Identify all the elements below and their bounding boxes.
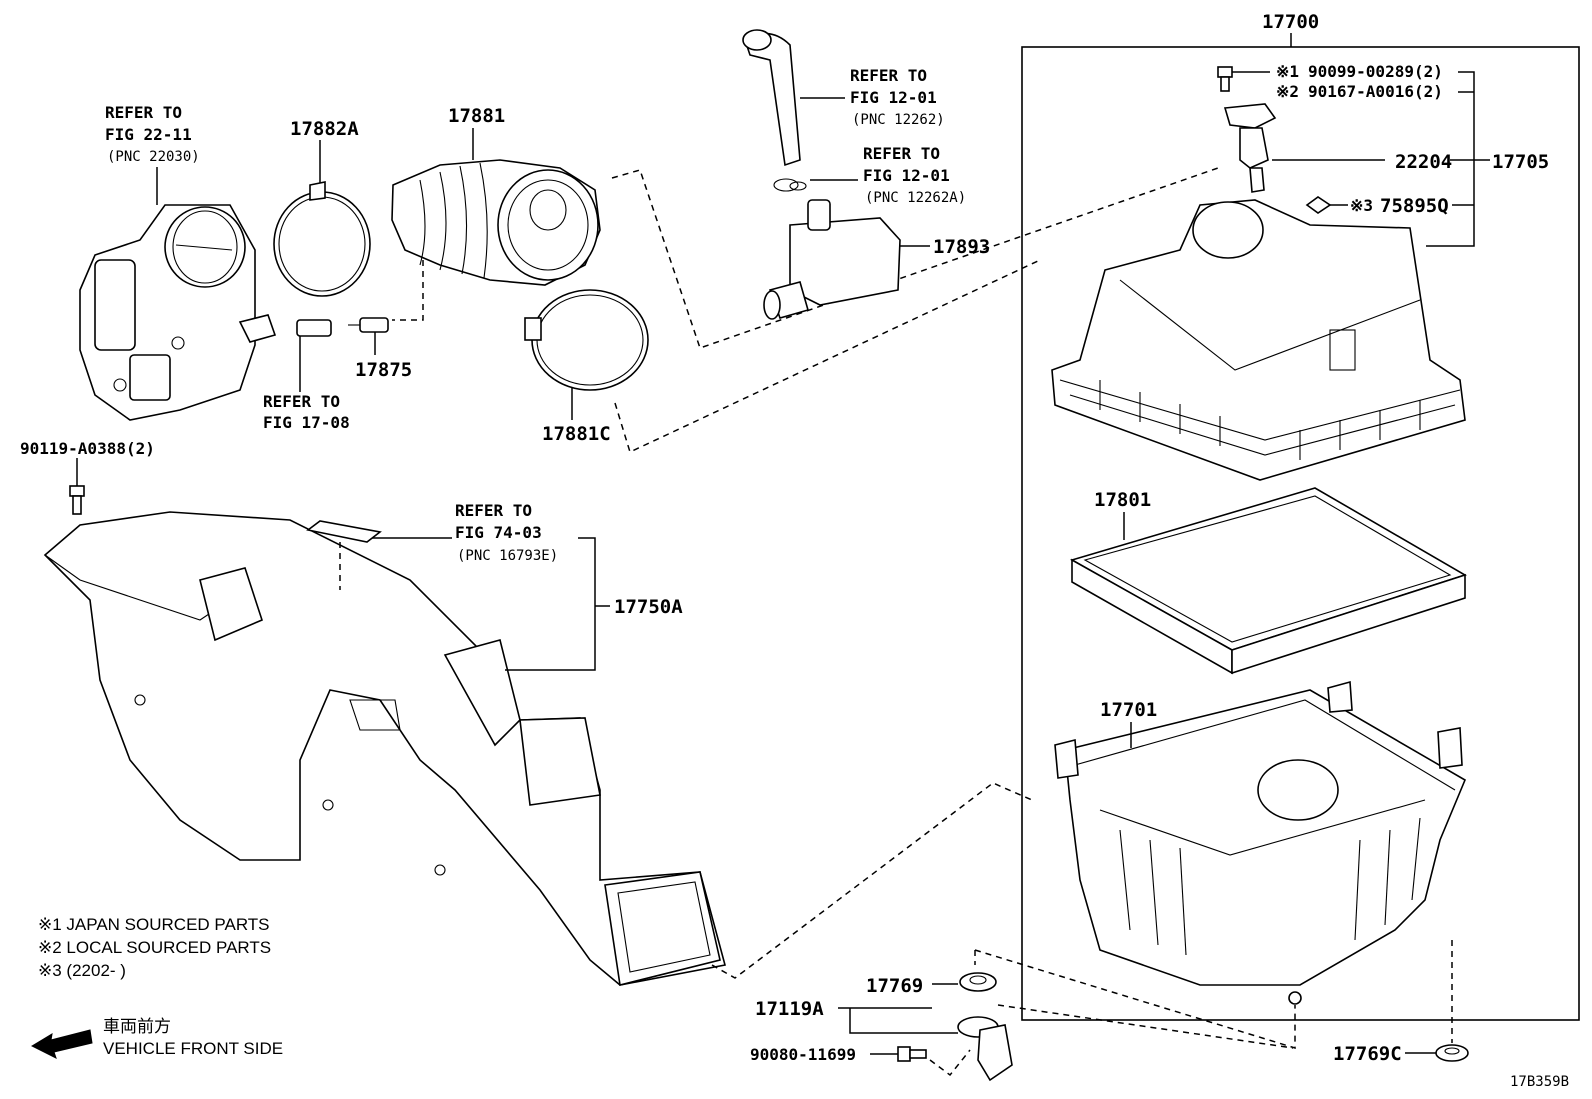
bolt-90080-icon xyxy=(897,1046,927,1062)
label-17882a[interactable]: 17882A xyxy=(290,118,359,140)
clamp-17882a xyxy=(273,181,371,297)
label-17881[interactable]: 17881 xyxy=(448,105,505,127)
note-japan-sourced: ※1 JAPAN SOURCED PARTS xyxy=(38,915,270,934)
label-22204[interactable]: 22204 xyxy=(1395,151,1452,173)
bolt-90099-icon xyxy=(1217,66,1233,92)
hose-stub xyxy=(296,319,332,337)
label-17893[interactable]: 17893 xyxy=(933,236,990,258)
label-17701[interactable]: 17701 xyxy=(1100,699,1157,721)
mass-airflow-sensor-22204 xyxy=(1223,103,1277,193)
label-17705[interactable]: 17705 xyxy=(1492,151,1549,173)
ref-breather[interactable]: REFER TO FIG 12-01 (PNC 12262) xyxy=(850,66,945,128)
arrow-left-icon xyxy=(30,1029,93,1059)
assembly-box-17700 xyxy=(1021,46,1580,1021)
breather-pipe xyxy=(742,29,801,167)
svg-text:FIG 74-03: FIG 74-03 xyxy=(455,523,542,542)
label-17875[interactable]: 17875 xyxy=(355,359,412,381)
svg-text:75895Q: 75895Q xyxy=(1380,195,1449,217)
label-sticker-icon xyxy=(1305,196,1332,214)
throttle-body xyxy=(79,204,277,421)
svg-text:FIG 22-11: FIG 22-11 xyxy=(105,125,192,144)
label-17769[interactable]: 17769 xyxy=(866,975,923,997)
svg-text:(PNC 16793E): (PNC 16793E) xyxy=(457,548,558,564)
cap-17705 xyxy=(1051,199,1466,481)
inlet-duct-17750a xyxy=(43,511,726,986)
svg-text:REFER TO: REFER TO xyxy=(863,144,940,163)
svg-text:※1: ※1 xyxy=(1276,62,1299,81)
hose-clip xyxy=(773,178,807,192)
svg-text:(PNC 12262A): (PNC 12262A) xyxy=(865,190,966,206)
svg-text:FIG 12-01: FIG 12-01 xyxy=(863,166,950,185)
label-90080[interactable]: 90080-11699 xyxy=(750,1045,856,1064)
svg-text:REFER TO: REFER TO xyxy=(455,501,532,520)
svg-text:REFER TO: REFER TO xyxy=(263,392,340,411)
note-local-sourced: ※2 LOCAL SOURCED PARTS xyxy=(38,938,271,957)
bracket-17119a xyxy=(957,1016,1013,1082)
svg-text:REFER TO: REFER TO xyxy=(105,103,182,122)
caution-label-icon xyxy=(306,520,382,543)
grommet-17769c xyxy=(1435,1044,1469,1062)
label-17769c[interactable]: 17769C xyxy=(1333,1043,1402,1065)
svg-text:FIG 17-08: FIG 17-08 xyxy=(263,413,350,432)
sensor-17875 xyxy=(348,317,389,333)
label-17881c[interactable]: 17881C xyxy=(542,423,611,445)
bolt-90119-icon xyxy=(69,485,85,515)
clamp-17881c xyxy=(524,289,649,391)
svg-text:REFER TO: REFER TO xyxy=(850,66,927,85)
svg-text:FIG 12-01: FIG 12-01 xyxy=(850,88,937,107)
ref-hose[interactable]: REFER TO FIG 17-08 xyxy=(263,392,350,432)
label-17750a[interactable]: 17750A xyxy=(614,596,683,618)
svg-text:90167-A0016(2): 90167-A0016(2) xyxy=(1308,82,1443,101)
label-17119a[interactable]: 17119A xyxy=(755,998,824,1020)
filter-element-17801 xyxy=(1069,487,1467,675)
label-75895q[interactable]: ※3 75895Q xyxy=(1350,195,1449,217)
svg-text:(PNC 22030): (PNC 22030) xyxy=(107,149,200,165)
figure-code: 17B359B xyxy=(1510,1074,1569,1090)
resonator-17893 xyxy=(763,199,901,320)
label-17700[interactable]: 17700 xyxy=(1262,11,1319,33)
svg-text:※3: ※3 xyxy=(1350,196,1373,215)
ref-clip[interactable]: REFER TO FIG 12-01 (PNC 12262A) xyxy=(863,144,966,206)
direction-en: VEHICLE FRONT SIDE xyxy=(103,1039,283,1058)
ref-label[interactable]: REFER TO FIG 74-03 (PNC 16793E) xyxy=(455,501,558,564)
label-17801[interactable]: 17801 xyxy=(1094,489,1151,511)
grommet-17769 xyxy=(959,972,997,992)
intake-hose-17881 xyxy=(391,159,601,286)
svg-text:※2: ※2 xyxy=(1276,82,1299,101)
note-date-range: ※3 (2202- ) xyxy=(38,961,126,980)
direction-jp: 車両前方 xyxy=(103,1017,171,1036)
air-cleaner-case-17701 xyxy=(1054,680,1467,1005)
ref-throttle-body[interactable]: REFER TO FIG 22-11 (PNC 22030) xyxy=(105,103,200,165)
svg-text:90099-00289(2): 90099-00289(2) xyxy=(1308,62,1443,81)
bolt-callout[interactable]: ※1 90099-00289(2) ※2 90167-A0016(2) xyxy=(1276,62,1443,101)
svg-text:(PNC 12262): (PNC 12262) xyxy=(852,112,945,128)
label-90119[interactable]: 90119-A0388(2) xyxy=(20,439,155,458)
